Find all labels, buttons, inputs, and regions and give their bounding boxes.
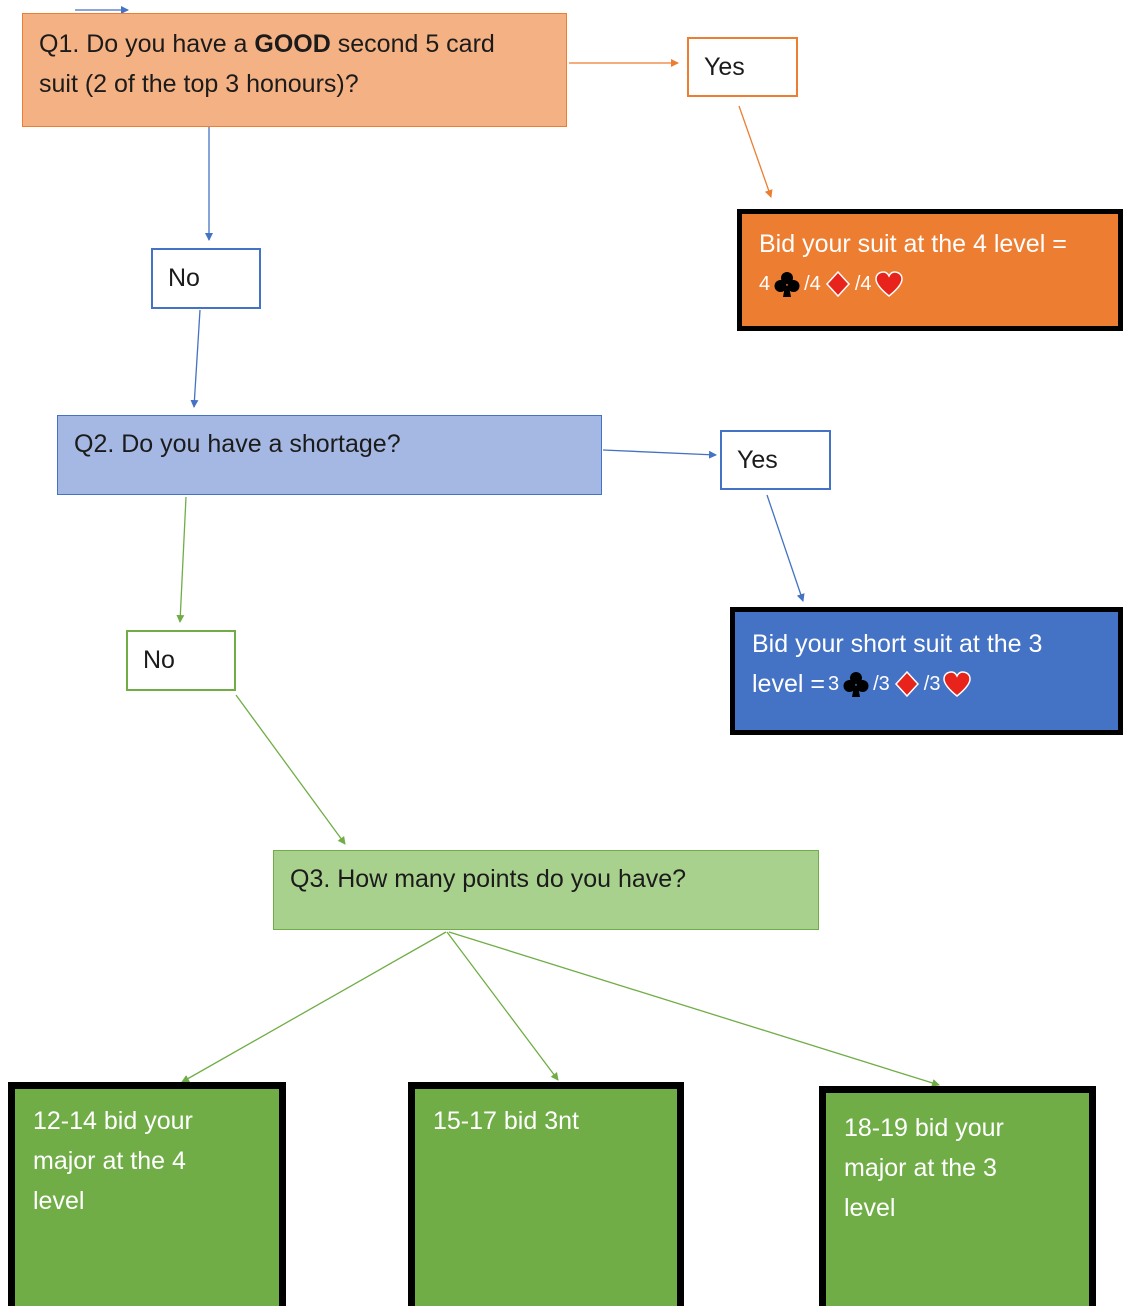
q2-yes-box: Yes bbox=[720, 430, 831, 490]
q1-yes-box: Yes bbox=[687, 37, 798, 97]
heart-icon bbox=[874, 271, 903, 297]
q2-result-text: Bid your short suit at the 3 bbox=[752, 630, 1043, 658]
arrow-q1-yes-result bbox=[738, 105, 773, 198]
q1-question-box: Q1. Do you have a GOOD second 5 card sui… bbox=[22, 13, 567, 127]
bid-clubs: 3 bbox=[827, 673, 840, 695]
q3-question-box: Q3. How many points do you have? bbox=[273, 850, 819, 930]
arrow-q3-result-2 bbox=[446, 931, 559, 1081]
q2-no-box: No bbox=[126, 630, 236, 691]
club-icon bbox=[843, 672, 869, 697]
q3-text: Q3. How many points do you have? bbox=[290, 865, 687, 893]
heart-icon bbox=[943, 671, 972, 697]
q2-question-box: Q2. Do you have a shortage? bbox=[57, 415, 602, 495]
q1-no-label: No bbox=[168, 264, 200, 292]
result-line: level bbox=[33, 1187, 85, 1215]
result-line: major at the 3 bbox=[844, 1154, 997, 1182]
diamond-icon bbox=[825, 270, 850, 298]
q1-yes-result-box: Bid your suit at the 4 level = 4 /4 /4 bbox=[737, 209, 1123, 331]
q1-text-bold: GOOD bbox=[254, 30, 331, 58]
arrow-q2-yes-result bbox=[766, 494, 805, 602]
q2-no-label: No bbox=[143, 646, 175, 674]
q2-yes-label: Yes bbox=[737, 446, 778, 474]
result-line: major at the 4 bbox=[33, 1147, 186, 1175]
bid-clubs: 4 bbox=[759, 273, 771, 295]
q3-result-18-19: 18-19 bid your major at the 3 level bbox=[819, 1086, 1096, 1306]
arrow-q2-yes bbox=[602, 449, 717, 459]
bid-hearts: /4 bbox=[854, 273, 872, 295]
q1-result-text: Bid your suit at the 4 level = bbox=[759, 230, 1067, 258]
result-line: 12-14 bid your bbox=[33, 1107, 193, 1135]
arrow-no-q3 bbox=[235, 694, 346, 845]
bid-diamonds: /3 bbox=[873, 673, 890, 695]
bid-hearts: /3 bbox=[923, 673, 941, 695]
q2-result-bids: 3 /3 /3 bbox=[828, 664, 972, 704]
q2-yes-result-box: Bid your short suit at the 3 level = 3 /… bbox=[730, 607, 1123, 735]
q3-result-12-14: 12-14 bid your major at the 4 level bbox=[8, 1082, 286, 1306]
q1-text-line2: suit (2 of the top 3 honours)? bbox=[39, 70, 359, 98]
q2-result-level-prefix: level = bbox=[752, 670, 825, 698]
arrow-q2-no bbox=[176, 496, 187, 623]
q1-yes-label: Yes bbox=[704, 53, 745, 81]
arrow-no-q2 bbox=[190, 309, 201, 408]
q1-text-post: second 5 card bbox=[330, 30, 495, 58]
q2-text: Q2. Do you have a shortage? bbox=[74, 430, 401, 458]
q1-no-box: No bbox=[151, 248, 261, 309]
q1-text-pre: Q1. Do you have a bbox=[39, 30, 255, 58]
arrow-q3-result-1 bbox=[181, 931, 447, 1083]
club-icon bbox=[774, 272, 800, 297]
diamond-icon bbox=[894, 670, 919, 698]
result-line: 18-19 bid your bbox=[844, 1114, 1004, 1142]
q1-result-bids: 4 /4 /4 bbox=[759, 264, 1101, 304]
arrow-q3-result-3 bbox=[448, 931, 940, 1087]
q3-result-15-17: 15-17 bid 3nt bbox=[408, 1082, 684, 1306]
result-line: 15-17 bid 3nt bbox=[433, 1107, 579, 1135]
result-line: level bbox=[844, 1194, 896, 1222]
bid-diamonds: /4 bbox=[804, 273, 821, 295]
